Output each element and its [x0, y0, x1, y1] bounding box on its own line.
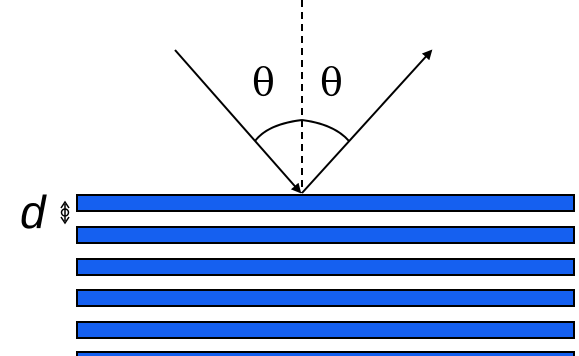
crystal-layers [76, 194, 575, 356]
layer-3 [76, 258, 575, 276]
layer-1 [76, 194, 575, 212]
theta-label-left: θ [252, 60, 275, 104]
layer-2 [76, 226, 575, 244]
layer-6 [76, 351, 575, 356]
reflected-ray-arrow [301, 49, 433, 194]
incident-ray-arrow [174, 49, 302, 194]
spacing-double-arrow-icon [60, 200, 70, 225]
spacing-label-d: d [20, 186, 47, 238]
theta-label-right: θ [320, 60, 343, 104]
angle-arc-right [301, 119, 350, 142]
angle-arc-left [254, 119, 303, 142]
layer-5 [76, 321, 575, 339]
layer-4 [76, 289, 575, 307]
